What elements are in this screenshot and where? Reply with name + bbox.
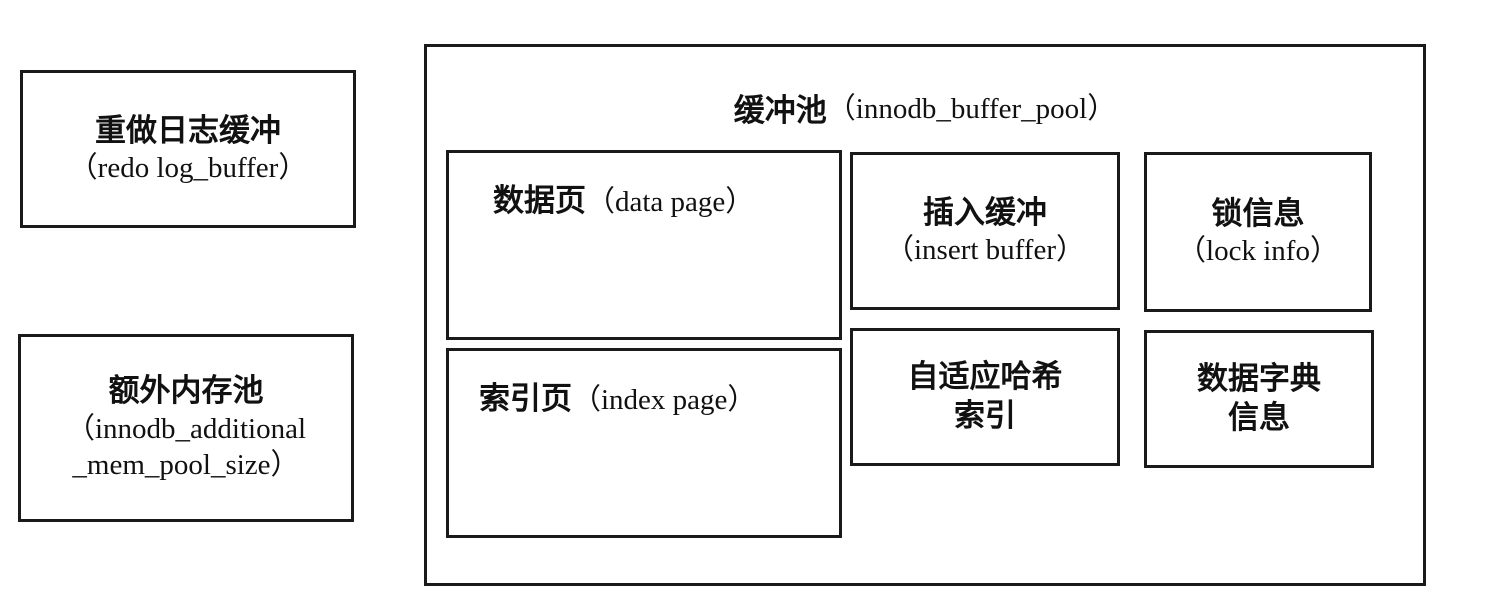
data-dictionary-box: 数据字典 信息 [1144,330,1374,468]
additional-mem-pool-box: 额外内存池 （innodb_additional _mem_pool_size） [18,334,354,522]
redo-log-buffer-title: 重做日志缓冲 [95,112,281,149]
additional-mem-pool-title: 额外内存池 [108,373,264,410]
lock-info-title: 锁信息 [1211,195,1305,232]
insert-buffer-box: 插入缓冲 （insert buffer） [850,152,1120,310]
insert-buffer-subtitle: （insert buffer） [885,234,1085,267]
additional-mem-pool-subtitle-line2: _mem_pool_size） [72,449,300,482]
index-page-title-en: （index page） [572,384,757,416]
index-page-box: 索引页（index page） [446,348,842,538]
redo-log-buffer-box: 重做日志缓冲 （redo log_buffer） [20,70,356,228]
data-page-label: 数据页（data page） [449,153,839,220]
redo-log-buffer-subtitle: （redo log_buffer） [68,152,308,185]
buffer-pool-title-en: （innodb_buffer_pool） [826,93,1117,125]
lock-info-subtitle: （lock info） [1177,235,1339,268]
additional-mem-pool-subtitle-line1: （innodb_additional [65,413,307,446]
data-page-box: 数据页（data page） [446,150,842,340]
index-page-label: 索引页（index page） [449,351,839,418]
adaptive-hash-index-line2: 索引 [954,398,1016,434]
adaptive-hash-index-box: 自适应哈希 索引 [850,328,1120,466]
insert-buffer-title: 插入缓冲 [923,194,1047,231]
index-page-title-zh: 索引页 [479,381,572,417]
data-page-title-en: （data page） [586,186,755,218]
data-dictionary-line1: 数据字典 [1197,361,1321,398]
adaptive-hash-index-line1: 自适应哈希 [907,359,1063,396]
buffer-pool-title-zh: 缓冲池 [733,93,827,129]
buffer-pool-title: 缓冲池（innodb_buffer_pool） [427,47,1423,130]
data-dictionary-line2: 信息 [1228,400,1290,436]
data-page-title-zh: 数据页 [493,183,586,219]
lock-info-box: 锁信息 （lock info） [1144,152,1372,312]
